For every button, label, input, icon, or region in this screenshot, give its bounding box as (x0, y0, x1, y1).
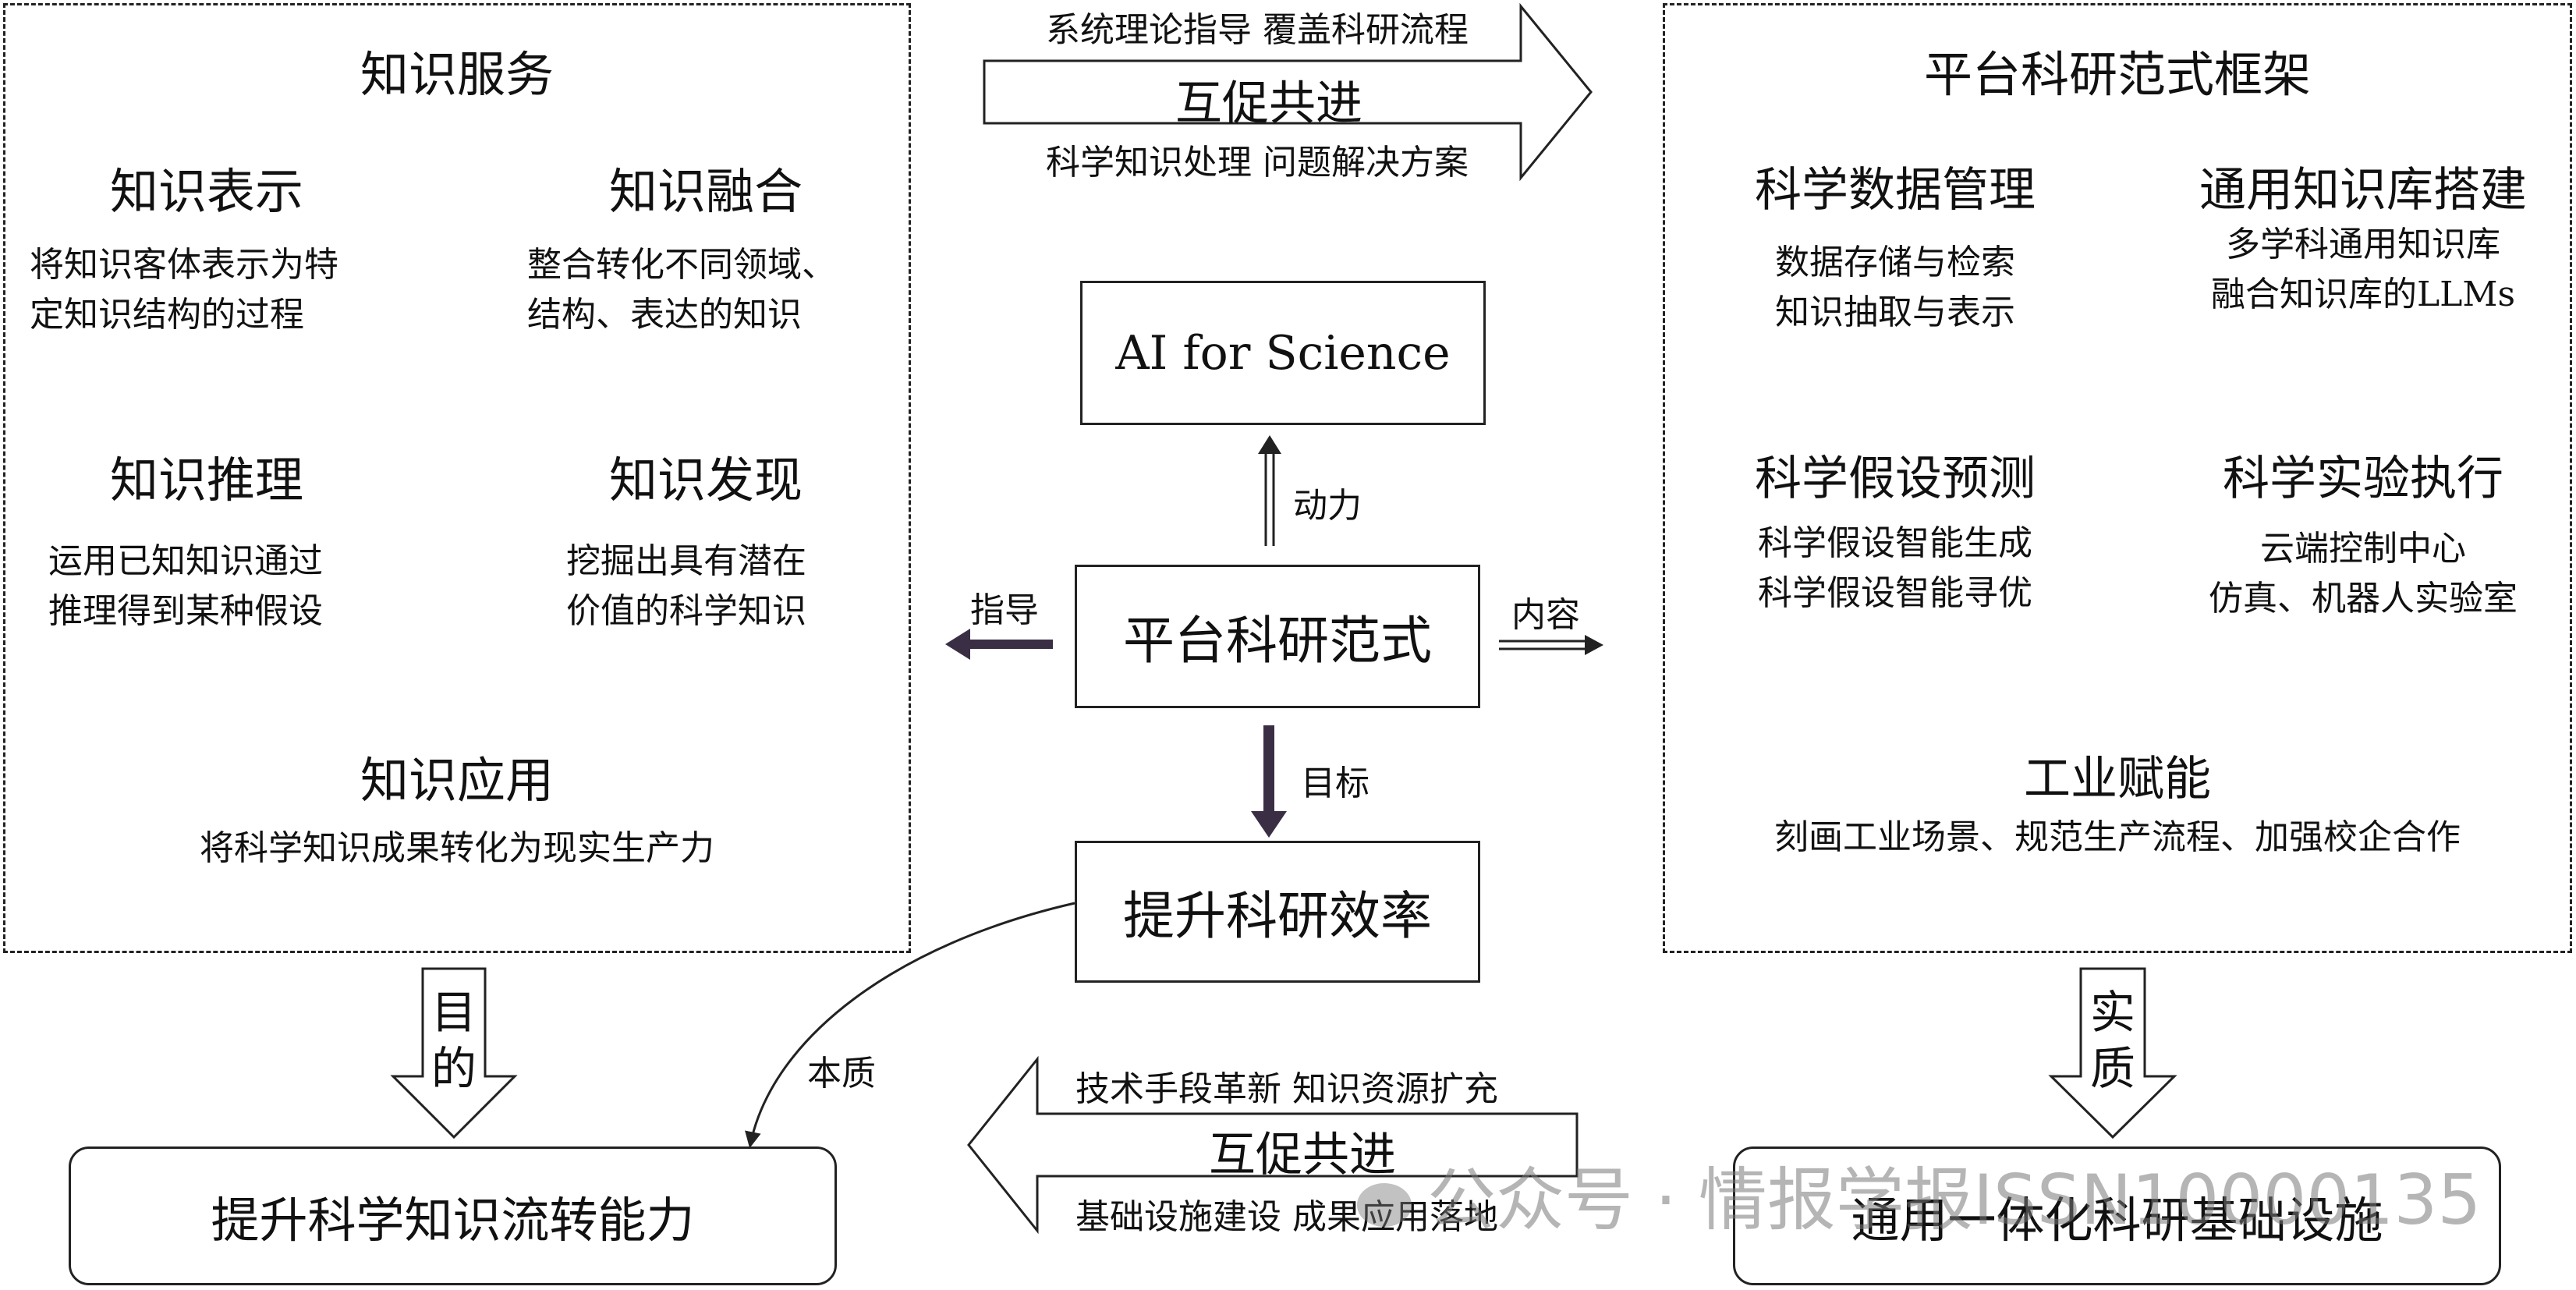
left-panel-title: 知识服务 (360, 46, 554, 103)
knowledge-application-desc: 将科学知识成果转化为现实生产力 (200, 828, 714, 868)
purpose-char: 目 (431, 986, 477, 1039)
experiment-execution-desc: 云端控制中心 仿真、机器人实验室 (2160, 524, 2566, 624)
content-arrowhead (1585, 635, 1603, 655)
substance-label: 实 质 (2081, 984, 2145, 1097)
knowledge-flow-label: 提升科学知识流转能力 (211, 1192, 695, 1249)
substance-char: 实 (2089, 986, 2135, 1039)
desc-line: 知识抽取与表示 (1775, 292, 2015, 332)
top-arrow-below: 科学知识处理 问题解决方案 (1046, 143, 1469, 183)
desc-line: 结构、表达的知识 (527, 295, 802, 335)
platform-paradigm-box: 平台科研范式 (1075, 565, 1480, 708)
substance-char: 质 (2089, 1042, 2135, 1095)
knowledge-representation-desc: 将知识客体表示为特 定知识结构的过程 (30, 240, 338, 340)
hypothesis-prediction-desc: 科学假设智能生成 科学假设智能寻优 (1692, 519, 2098, 618)
research-efficiency-box: 提升科研效率 (1075, 841, 1480, 983)
power-arrowhead (1258, 435, 1281, 454)
power-label: 动力 (1293, 486, 1362, 526)
purpose-label: 目 的 (423, 984, 485, 1097)
right-panel (1663, 3, 2572, 953)
desc-line: 运用已知知识通过 (48, 541, 323, 581)
platform-paradigm-label: 平台科研范式 (1123, 611, 1432, 671)
data-management-desc: 数据存储与检索 知识抽取与表示 (1692, 238, 2098, 338)
desc-line: 挖掘出具有潜在 (566, 541, 806, 581)
desc-line: 价值的科学知识 (566, 591, 806, 631)
knowledge-application-title: 知识应用 (360, 752, 554, 809)
wechat-icon (1357, 1183, 1412, 1228)
substance-block-arrow (2048, 967, 2177, 1139)
desc-line: 将知识客体表示为特 (30, 245, 338, 285)
content-label: 内容 (1511, 595, 1580, 635)
desc-line: 数据存储与检索 (1775, 243, 2015, 282)
desc-line: 科学假设智能寻优 (1758, 573, 2032, 613)
desc-line: 多学科通用知识库 (2226, 225, 2500, 264)
knowledge-fusion-title: 知识融合 (608, 163, 803, 220)
research-efficiency-label: 提升科研效率 (1123, 886, 1432, 946)
left-panel (3, 3, 911, 953)
knowledge-fusion-desc: 整合转化不同领域、 结构、表达的知识 (527, 240, 836, 340)
guide-label: 指导 (970, 590, 1039, 630)
knowledge-representation-title: 知识表示 (109, 163, 303, 220)
watermark-text: 公众号 · 情报学报ISSN10000135 (1357, 1145, 2481, 1244)
desc-line: 定知识结构的过程 (30, 295, 304, 335)
top-arrow-above: 系统理论指导 覆盖科研流程 (1046, 10, 1469, 50)
knowledge-base-title: 通用知识库搭建 (2199, 163, 2527, 218)
ai-for-science-box: AI for Science (1080, 281, 1486, 425)
knowledge-discovery-desc: 挖掘出具有潜在 价值的科学知识 (566, 537, 806, 636)
purpose-char: 的 (431, 1042, 477, 1095)
knowledge-reasoning-desc: 运用已知知识通过 推理得到某种假设 (48, 537, 323, 636)
right-panel-title: 平台科研范式框架 (1923, 46, 2311, 103)
desc-line: 融合知识库的LLMs (2210, 275, 2516, 314)
goal-arrowhead (1251, 811, 1287, 838)
experiment-execution-title: 科学实验执行 (2223, 452, 2503, 506)
desc-line: 仿真、机器人实验室 (2209, 579, 2518, 618)
desc-line: 整合转化不同领域、 (527, 245, 836, 285)
bottom-block-arrow (967, 1055, 1579, 1235)
knowledge-discovery-title: 知识发现 (608, 452, 803, 509)
knowledge-flow-box: 提升科学知识流转能力 (69, 1146, 837, 1285)
desc-line: 科学假设智能生成 (1758, 523, 2032, 563)
bottom-arrow-above: 技术手段革新 知识资源扩充 (1075, 1069, 1498, 1109)
infrastructure-box: 通用一体化科研基础设施 (1733, 1146, 2501, 1285)
industry-empowerment-desc: 刻画工业场景、规范生产流程、加强校企合作 (1774, 817, 2461, 857)
desc-line: 推理得到某种假设 (48, 591, 323, 631)
bottom-arrow-inside: 互促共进 (1209, 1128, 1396, 1182)
ai-for-science-label: AI for Science (1115, 325, 1451, 381)
top-arrow-inside: 互促共进 (1175, 76, 1362, 131)
essence-curve (745, 902, 1075, 1149)
bottom-arrow-below: 基础设施建设 成果应用落地 (1075, 1197, 1498, 1237)
goal-label: 目标 (1301, 764, 1369, 803)
industry-empowerment-title: 工业赋能 (2024, 752, 2211, 806)
infrastructure-label: 通用一体化科研基础设施 (1851, 1192, 2383, 1249)
data-management-title: 科学数据管理 (1755, 163, 2036, 218)
knowledge-base-desc: 多学科通用知识库 融合知识库的LLMs (2160, 220, 2566, 320)
desc-line: 云端控制中心 (2260, 529, 2466, 569)
guide-arrowhead (945, 629, 970, 660)
top-block-arrow (983, 2, 1593, 182)
essence-label: 本质 (807, 1054, 876, 1093)
purpose-block-arrow (390, 967, 518, 1139)
knowledge-reasoning-title: 知识推理 (109, 452, 303, 509)
watermark-label: 公众号 · 情报学报ISSN10000135 (1427, 1160, 2482, 1240)
hypothesis-prediction-title: 科学假设预测 (1755, 452, 2036, 506)
